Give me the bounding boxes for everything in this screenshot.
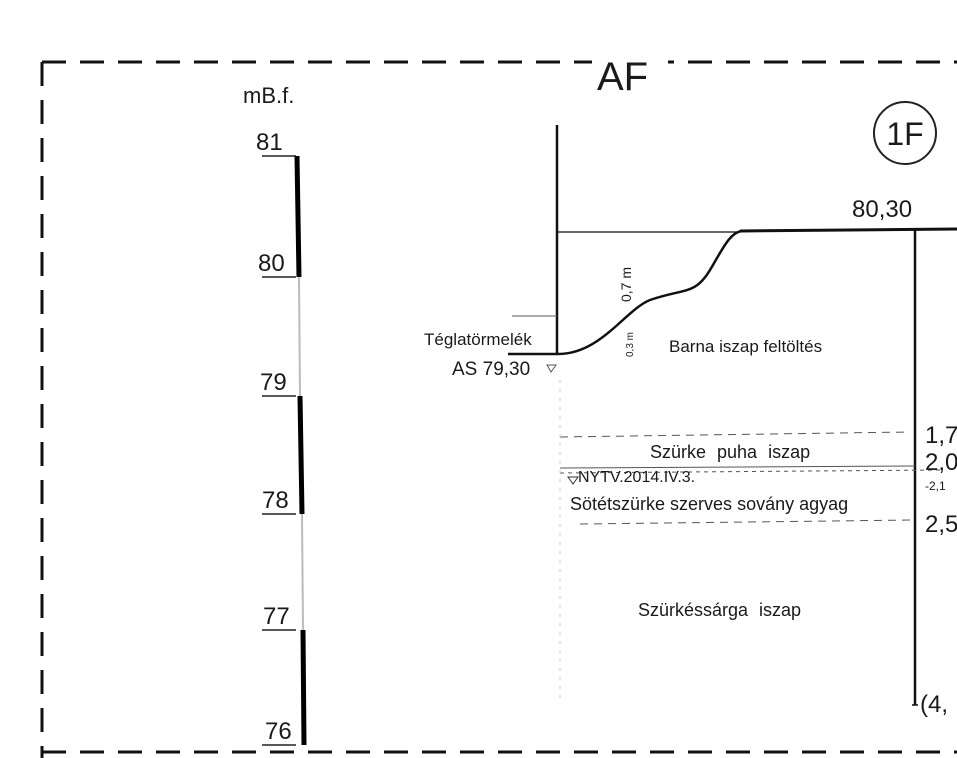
layer-szurkessarga-iszap: Szürkéssárga iszap bbox=[638, 600, 801, 620]
water-level-label: NYTV.2014.IV.3. bbox=[578, 469, 695, 486]
scale-tick-81: 81 bbox=[256, 129, 283, 156]
scale-tick-80: 80 bbox=[258, 250, 285, 277]
layer-barna-iszap: Barna iszap feltöltés bbox=[669, 337, 822, 356]
depth-value-3: 2,5 bbox=[925, 511, 957, 538]
title-backdrop bbox=[592, 54, 668, 74]
scale-tick-79: 79 bbox=[260, 369, 287, 396]
layer-sotetszurke-agyag: Sötétszürke szerves sovány agyag bbox=[570, 494, 848, 514]
scale-tick-76: 76 bbox=[265, 718, 292, 745]
borehole-id-circle bbox=[873, 101, 937, 165]
ground-level-triangle bbox=[546, 364, 557, 373]
profile-lines bbox=[508, 125, 957, 706]
borehole-id: 1F bbox=[886, 116, 923, 152]
scale-tick-78: 78 bbox=[262, 487, 289, 514]
layer-szurke-puha-iszap: Szürke puha iszap bbox=[650, 442, 810, 462]
layer-boundaries bbox=[559, 380, 941, 700]
scale-tick-77: 77 bbox=[263, 603, 290, 630]
dashed-frame bbox=[40, 60, 957, 758]
depth-label-03: 0,3 m bbox=[625, 332, 636, 357]
top-elevation: 80,30 bbox=[852, 196, 912, 223]
water-level-marker-icon bbox=[567, 476, 579, 485]
depth-label-07: 0,7 m bbox=[618, 267, 634, 302]
depth-value-1: 1,7 bbox=[925, 422, 957, 449]
depth-value-bottom: (4, bbox=[920, 691, 948, 718]
ground-level-left: AS 79,30 bbox=[452, 359, 530, 380]
depth-value-2: 2,0 bbox=[925, 449, 957, 476]
left-annotation: Téglatörmelék bbox=[424, 330, 532, 349]
elevation-scale bbox=[262, 155, 307, 746]
unit-label: mB.f. bbox=[243, 83, 294, 108]
depth-value-small: -2,1 bbox=[925, 479, 946, 493]
section-title: AF bbox=[597, 55, 648, 99]
